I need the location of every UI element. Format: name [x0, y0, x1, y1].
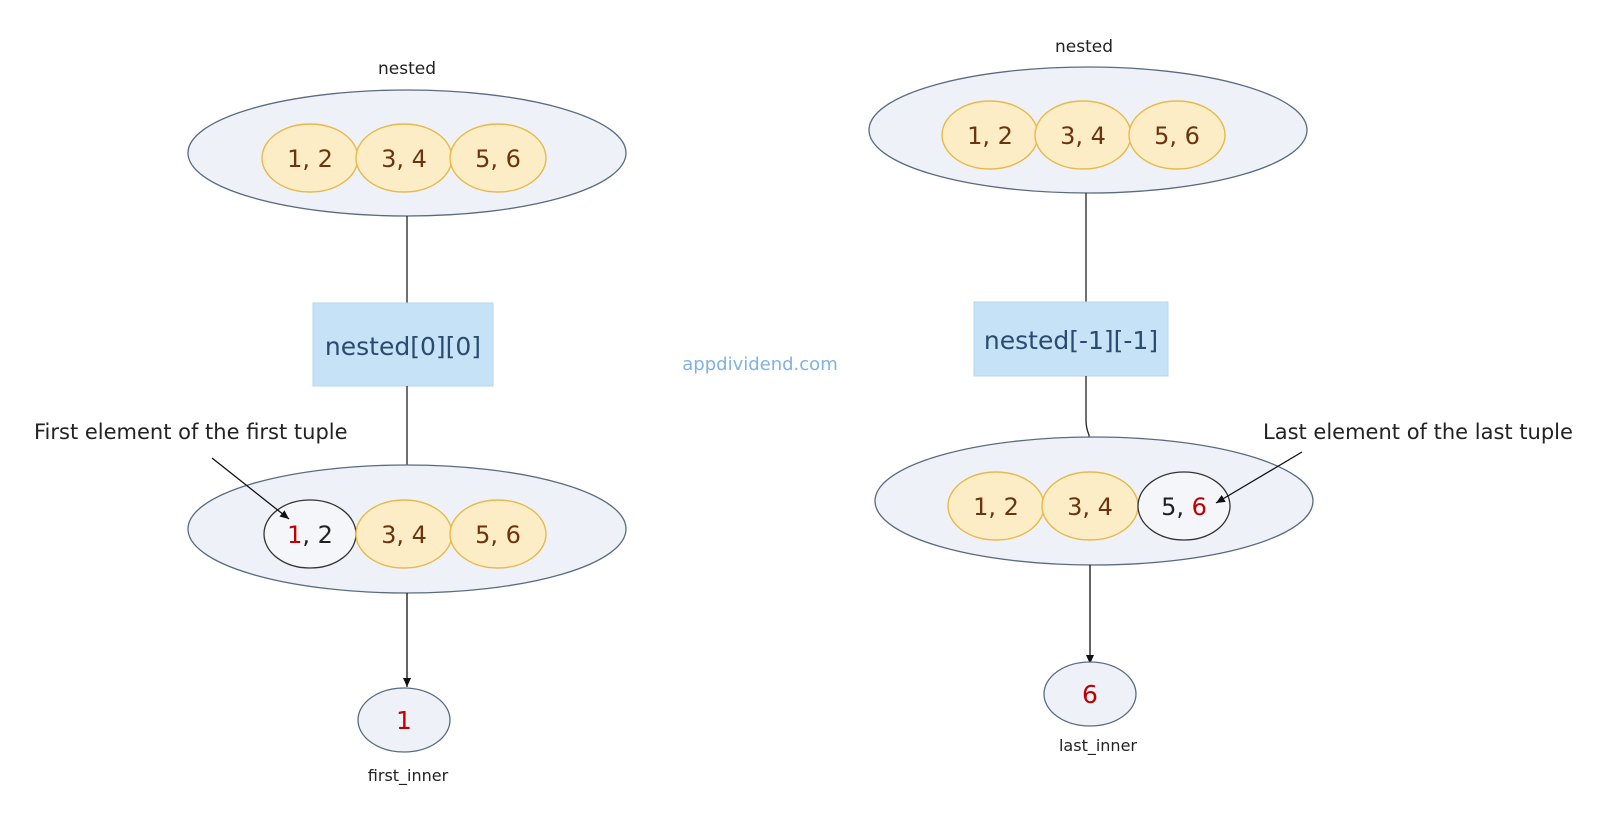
svg-text:5, 6: 5, 6: [1161, 493, 1207, 521]
watermark: appdividend.com: [682, 354, 837, 375]
left-mid-tuple-2: 3, 4: [355, 499, 453, 569]
left-operation-box: nested[0][0]: [312, 302, 494, 387]
svg-text:5, 6: 5, 6: [475, 521, 521, 549]
right-top-label: nested: [1055, 37, 1113, 57]
svg-text:3, 4: 3, 4: [381, 521, 427, 549]
right-connector-mid: [1085, 376, 1090, 440]
svg-text:1, 2: 1, 2: [287, 145, 333, 173]
svg-text:3, 4: 3, 4: [1067, 493, 1113, 521]
right-annotation-arrow: [1215, 451, 1303, 504]
svg-text:5, 6: 5, 6: [475, 145, 521, 173]
svg-text:1: 1: [396, 706, 412, 735]
right-result-label: last_inner: [1059, 736, 1137, 756]
svg-text:1, 2: 1, 2: [287, 521, 333, 549]
svg-text:3, 4: 3, 4: [381, 145, 427, 173]
left-top-tuple-3: 5, 6: [449, 123, 547, 193]
left-top-tuple-1: 1, 2: [261, 123, 359, 193]
left-annotation: First element of the first tuple: [34, 420, 348, 444]
right-annotation: Last element of the last tuple: [1263, 420, 1573, 444]
svg-text:nested[0][0]: nested[0][0]: [325, 332, 481, 361]
right-top-tuple-1: 1, 2: [941, 100, 1039, 170]
left-result-label: first_inner: [368, 766, 449, 786]
svg-text:6: 6: [1082, 680, 1098, 709]
left-top-tuple-2: 3, 4: [355, 123, 453, 193]
svg-text:1, 2: 1, 2: [967, 122, 1013, 150]
left-top-label: nested: [378, 59, 436, 79]
right-top-tuple-2: 3, 4: [1034, 100, 1132, 170]
svg-text:5, 6: 5, 6: [1154, 122, 1200, 150]
right-mid-tuple-3: 5, 6: [1137, 471, 1231, 541]
right-top-tuple-3: 5, 6: [1128, 100, 1226, 170]
right-mid-tuple-1: 1, 2: [947, 471, 1045, 541]
right-operation-box: nested[-1][-1]: [973, 301, 1169, 377]
svg-text:nested[-1][-1]: nested[-1][-1]: [984, 326, 1158, 355]
left-annotation-arrow: [211, 457, 290, 520]
left-mid-tuple-3: 5, 6: [449, 499, 547, 569]
svg-text:3, 4: 3, 4: [1060, 122, 1106, 150]
right-mid-tuple-2: 3, 4: [1041, 471, 1139, 541]
left-highlight-value: 1: [287, 521, 302, 549]
svg-text:1, 2: 1, 2: [973, 493, 1019, 521]
right-result-node: 6: [1043, 661, 1137, 727]
right-highlight-value: 6: [1192, 493, 1207, 521]
left-result-node: 1: [357, 687, 451, 753]
